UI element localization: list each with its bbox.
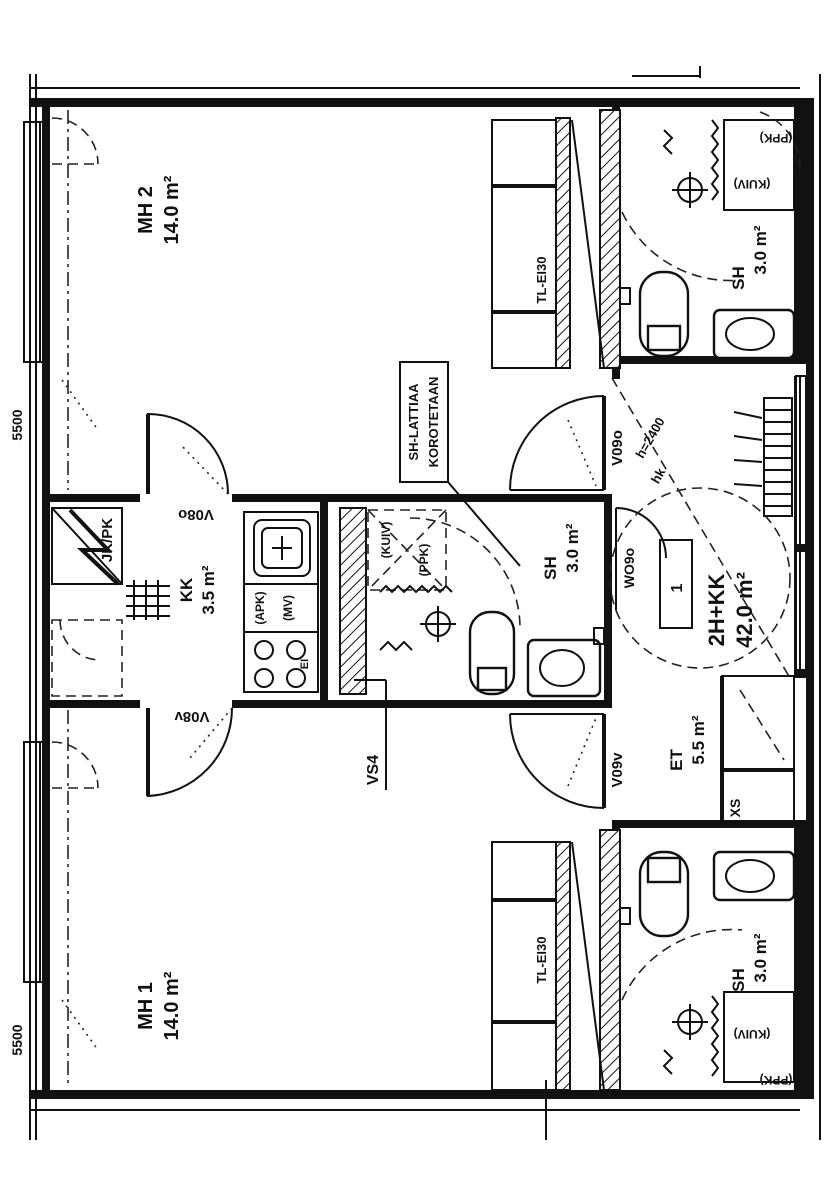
- sh-center-area: 3.0 m²: [563, 523, 582, 572]
- sh-top-area: 3.0 m²: [751, 225, 770, 274]
- left-window-upper: [23, 121, 47, 363]
- sh-center-ppk: (PPK): [417, 544, 431, 577]
- sh-bottom-ppk: (PPK): [760, 1073, 793, 1087]
- mh2-room-name: MH 2: [135, 186, 157, 234]
- sh-center-name: SH: [541, 556, 560, 580]
- sh-top-fixtures: [619, 111, 801, 360]
- xs-label: XS: [727, 799, 743, 818]
- door-v08o-swing: [146, 412, 229, 495]
- mh1-room-name: MH 1: [135, 982, 157, 1030]
- sh-bottom-name: SH: [729, 968, 748, 992]
- edge-dimension-bottom: 5500: [9, 1024, 25, 1055]
- mv-label: (MV): [281, 595, 295, 621]
- door-v09o-swing: [509, 395, 606, 491]
- sh-center-fixtures: [339, 507, 605, 698]
- door-v08o-label: V08o: [178, 506, 214, 523]
- sh-top-kuiv: (KUIV): [734, 177, 771, 191]
- number-one: 1: [669, 583, 686, 592]
- sh-bottom-fixtures: [619, 850, 796, 1083]
- sh-bottom-walls: [599, 820, 806, 1091]
- vs4-leader: [354, 679, 387, 790]
- sh-top-name: SH: [729, 266, 748, 290]
- vs4-label: VS4: [365, 755, 382, 785]
- sh-center-kuiv: (KUIV): [379, 522, 393, 559]
- callout-line1: SH-LATTIAA: [406, 383, 421, 461]
- callout-box: [399, 361, 521, 567]
- door-v09v-swing: [509, 713, 606, 809]
- door-v09o-label: V09o: [609, 430, 626, 466]
- edge-dimension-top: 5500: [9, 409, 25, 440]
- kitchen-counter: [243, 511, 319, 693]
- wardrobe-top: [491, 117, 605, 369]
- radiator: [733, 397, 793, 517]
- shaft-jk-pk: [51, 507, 123, 586]
- vent-grid: [51, 580, 170, 697]
- sh-top-walls: [599, 107, 806, 379]
- tl-bottom-label: TL-EI30: [534, 937, 549, 984]
- kk-walls: [50, 494, 612, 708]
- jk-pk-label: JK/PK: [99, 518, 116, 562]
- left-window-lower: [23, 741, 47, 983]
- sh-top-ppk: (PPK): [760, 131, 793, 145]
- ei-label: EI: [299, 659, 311, 669]
- mh2-room-area: 14.0 m²: [161, 175, 183, 244]
- left-dash-guides: [51, 110, 99, 1085]
- tl-top-label: TL-EI30: [534, 257, 549, 304]
- hk-line: [609, 377, 791, 679]
- number-box: [659, 539, 693, 629]
- apk-label: (APK): [253, 591, 267, 624]
- door-v09v-label: V09v: [609, 752, 626, 788]
- living-room-name: 2H+KK: [704, 574, 729, 647]
- door-wo9o-label: WO9o: [621, 548, 637, 588]
- door-v08v-swing: [146, 707, 234, 798]
- living-room-area: 42.0 m²: [732, 572, 757, 648]
- et-room-name: ET: [667, 749, 686, 771]
- wardrobe-bottom: [491, 841, 605, 1140]
- et-cabinets: [720, 375, 807, 827]
- callout-line2: KOROTETAAN: [426, 377, 441, 468]
- title-mark: [632, 66, 701, 78]
- sh-bottom-area: 3.0 m²: [751, 933, 770, 982]
- sh-bottom-kuiv: (KUIV): [734, 1027, 771, 1041]
- wo9o-swing: [615, 507, 667, 610]
- kk-room-area: 3.5 m²: [199, 565, 218, 614]
- mh1-room-area: 14.0 m²: [161, 971, 183, 1040]
- kk-room-name: KK: [177, 577, 196, 602]
- door-v08v-label: V08v: [174, 708, 210, 725]
- et-room-area: 5.5 m²: [689, 715, 708, 764]
